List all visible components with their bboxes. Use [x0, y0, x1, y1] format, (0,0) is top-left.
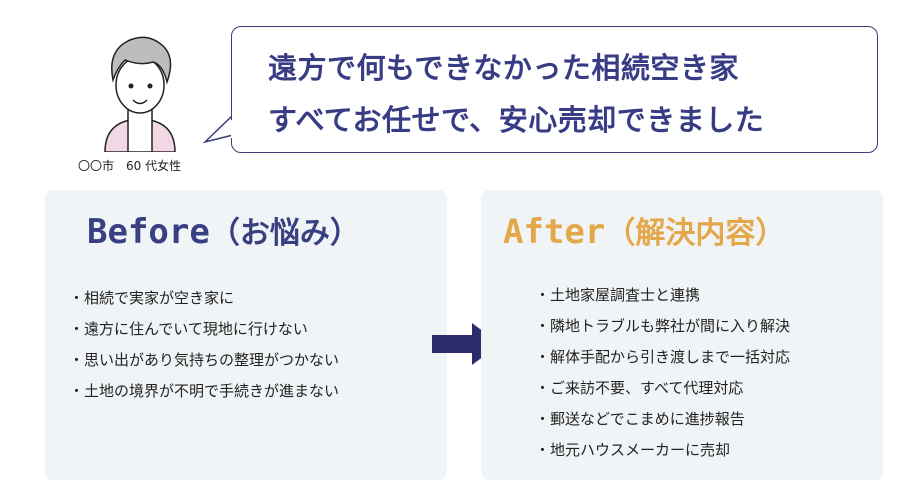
- bubble-line-1: 遠方で何もできなかった相続空き家: [268, 51, 739, 85]
- list-item: 解体手配から引き渡しまで一括対応: [539, 342, 790, 373]
- after-list: 土地家屋調査士と連携 隣地トラブルも弊社が間に入り解決 解体手配から引き渡しまで…: [539, 280, 790, 466]
- before-list: 相続で実家が空き家に 遠方に住んでいて現地に行けない 思い出があり気持ちの整理が…: [73, 283, 339, 407]
- list-item: 相続で実家が空き家に: [73, 283, 339, 314]
- list-item: ご来訪不要、すべて代理対応: [539, 373, 790, 404]
- before-panel: Before（お悩み） 相続で実家が空き家に 遠方に住んでいて現地に行けない 思…: [45, 190, 447, 480]
- bubble-line-2: すべてお任せで、安心売却できました: [268, 103, 765, 137]
- list-item: 隣地トラブルも弊社が間に入り解決: [539, 311, 790, 342]
- list-item: 土地の境界が不明で手続きが進まない: [73, 376, 339, 407]
- list-item: 思い出があり気持ちの整理がつかない: [73, 345, 339, 376]
- after-title: After（解決内容）: [503, 212, 786, 252]
- before-title: Before（お悩み）: [87, 212, 360, 252]
- list-item: 遠方に住んでいて現地に行けない: [73, 314, 339, 345]
- speech-bubble: 遠方で何もできなかった相続空き家 すべてお任せで、安心売却できました: [231, 26, 878, 153]
- list-item: 地元ハウスメーカーに売却: [539, 435, 790, 466]
- list-item: 土地家屋調査士と連携: [539, 280, 790, 311]
- bubble-tail-mask: [231, 120, 237, 138]
- list-item: 郵送などでこまめに進捗報告: [539, 404, 790, 435]
- elderly-woman-avatar: [104, 36, 176, 152]
- speaker-caption: 〇〇市 60 代女性: [78, 159, 182, 173]
- after-panel: After（解決内容） 土地家屋調査士と連携 隣地トラブルも弊社が間に入り解決 …: [481, 190, 883, 480]
